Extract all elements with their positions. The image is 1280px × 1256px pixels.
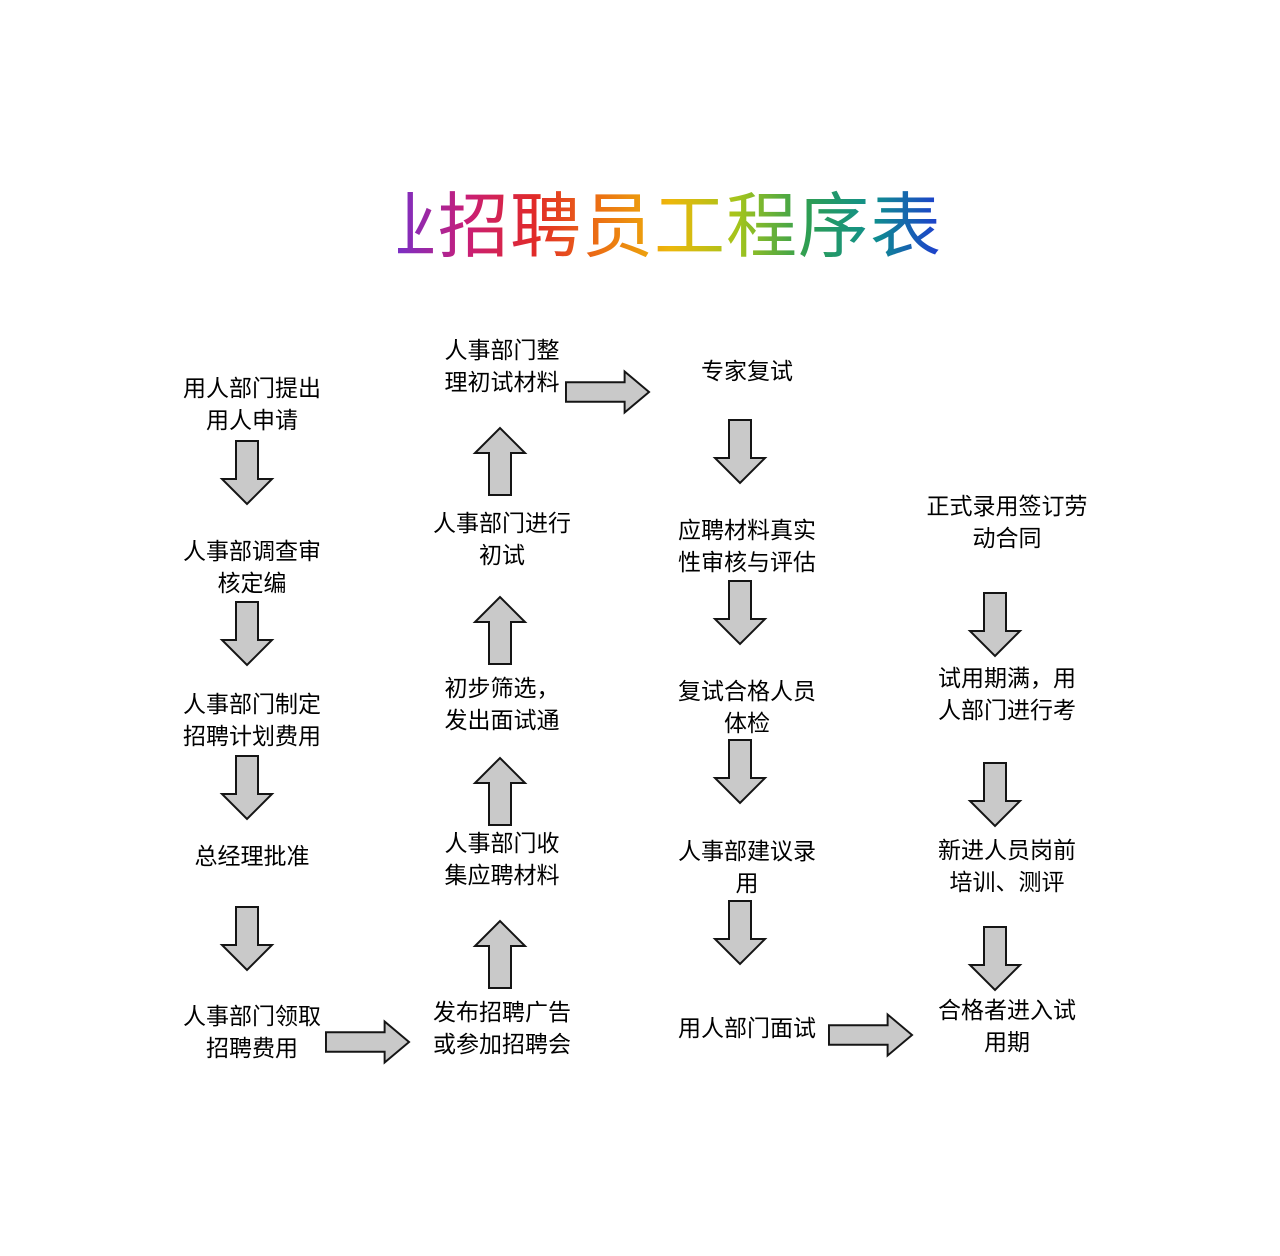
- node-probation-end-assessment: 试用期满，用 人部门进行考: [938, 666, 1076, 723]
- flow-arrow-right-icon: [565, 369, 651, 415]
- flow-arrow-down-icon: [712, 900, 768, 966]
- node-physical-exam: 复试合格人员 体检: [678, 679, 816, 736]
- node-qualified-probation: 合格者进入试 用期: [938, 998, 1076, 1055]
- flow-arrow-down-icon: [219, 906, 275, 972]
- node-expert-reinterview: 专家复试: [701, 359, 793, 384]
- node-hr-organize-initial-materials: 人事部门整 理初试材料: [444, 338, 560, 395]
- flow-arrow-right-icon: [828, 1012, 914, 1058]
- flow-arrow-up-icon: [472, 919, 528, 989]
- node-preliminary-screening-invite: 初步筛选， 发出面试通: [444, 676, 560, 733]
- flow-arrow-down-icon: [219, 755, 275, 821]
- flow-arrow-down-icon: [219, 440, 275, 506]
- flow-arrow-down-icon: [712, 419, 768, 485]
- node-new-staff-training: 新进人员岗前 培训、测评: [938, 838, 1076, 895]
- node-hr-collect-recruitment-fee: 人事部门领取 招聘费用: [183, 1004, 321, 1061]
- flow-arrow-down-icon: [967, 926, 1023, 992]
- flow-arrow-down-icon: [712, 580, 768, 646]
- title-clipped-char: 业: [398, 189, 438, 267]
- node-hr-review-headcount: 人事部调查审 核定编: [183, 539, 321, 596]
- flow-arrow-down-icon: [967, 762, 1023, 828]
- flow-arrow-up-icon: [472, 595, 528, 665]
- flow-arrow-down-icon: [219, 601, 275, 667]
- page-title: 业招聘员工程序表: [398, 186, 942, 270]
- title-text: 招聘员工程序表: [438, 189, 943, 267]
- flow-arrow-down-icon: [967, 592, 1023, 658]
- flow-arrow-right-icon: [325, 1019, 411, 1065]
- node-material-verification: 应聘材料真实 性审核与评估: [678, 518, 816, 575]
- node-hr-recruitment-plan-budget: 人事部门制定 招聘计划费用: [183, 692, 321, 749]
- node-dept-interview: 用人部门面试: [678, 1016, 816, 1041]
- node-hr-hiring-recommendation: 人事部建议录 用: [678, 839, 816, 896]
- flow-arrow-up-icon: [472, 756, 528, 826]
- node-staffing-request: 用人部门提出 用人申请: [183, 376, 321, 433]
- flow-arrow-down-icon: [712, 739, 768, 805]
- node-formal-hiring-contract: 正式录用签订劳 动合同: [926, 494, 1088, 551]
- node-hr-initial-interview: 人事部门进行 初试: [433, 511, 571, 568]
- node-hr-collect-application-materials: 人事部门收 集应聘材料: [444, 831, 560, 888]
- flow-arrow-up-icon: [472, 426, 528, 496]
- node-publish-ads-job-fair: 发布招聘广告 或参加招聘会: [433, 1000, 571, 1057]
- node-gm-approval: 总经理批准: [194, 844, 310, 869]
